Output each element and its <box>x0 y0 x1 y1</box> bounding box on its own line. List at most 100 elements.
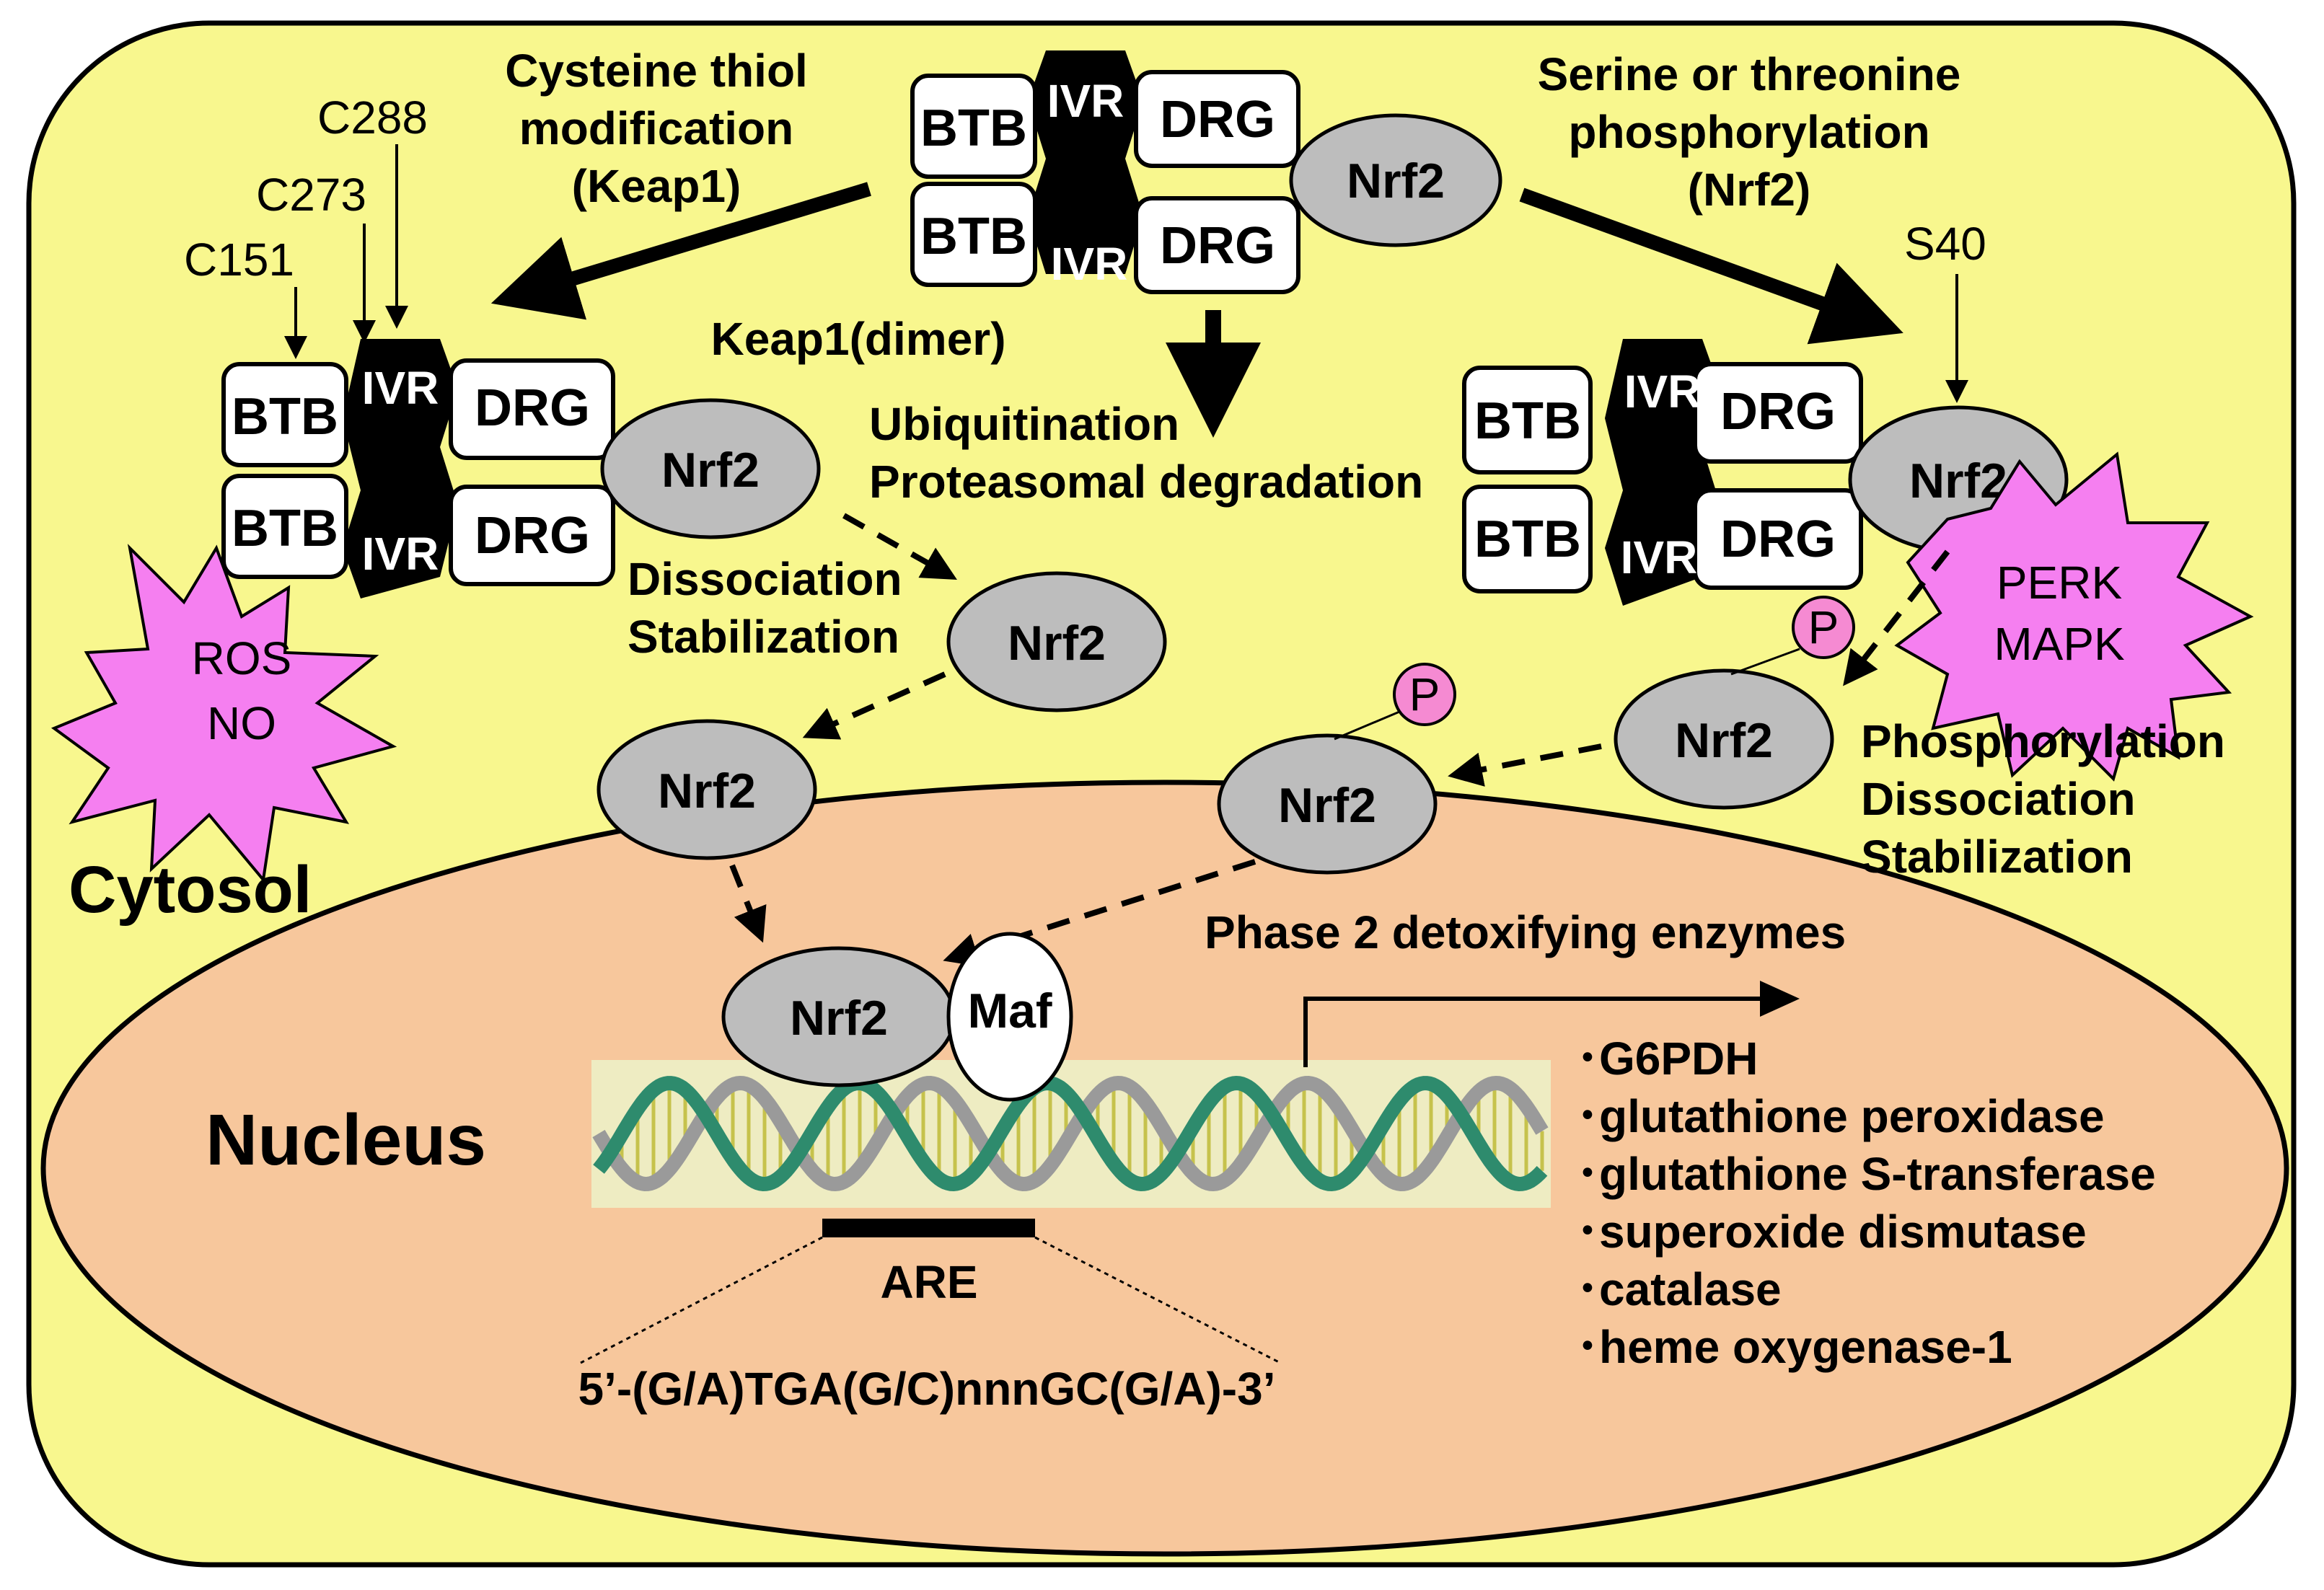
phosphate-label: P <box>1808 601 1839 653</box>
kinase-label-mapk: MAPK <box>1994 618 2124 670</box>
dashed-arrow <box>1448 743 1602 787</box>
drg-label: DRG <box>1720 383 1836 441</box>
left-pathway-title: Cysteine thiol modification (Keap1) <box>505 45 808 212</box>
maf-label: Maf <box>967 984 1052 1038</box>
left-title-line: (Keap1) <box>572 160 741 212</box>
phosphate-link <box>1334 709 1404 741</box>
nrf2-protein <box>1289 113 1502 247</box>
ivr-label: IVR <box>362 528 439 580</box>
ivr-linker-left <box>343 339 458 599</box>
are-expansion-line <box>1034 1236 1281 1364</box>
right-result-line: Dissociation <box>1861 773 2136 825</box>
enzyme-item: ･glutathione peroxidase <box>1576 1090 2105 1142</box>
nrf2-label: Nrf2 <box>658 764 756 818</box>
left-result-line: Dissociation <box>628 553 902 605</box>
enzyme-item: ･heme oxygenase-1 <box>1576 1321 2012 1373</box>
cysteine-site-label: C273 <box>256 169 366 221</box>
left-result-line: Stabilization <box>628 611 899 663</box>
dna-helix <box>591 1060 1551 1208</box>
kinase-label-perk: PERK <box>1997 557 2122 609</box>
btb-domain <box>910 74 1037 179</box>
are-label: ARE <box>880 1256 977 1308</box>
degradation-label: Proteasomal degradation <box>869 456 1423 508</box>
right-title-line: Serine or threonine <box>1538 48 1961 100</box>
btb-domain <box>221 474 348 579</box>
drg-domain <box>1693 488 1863 590</box>
phosphate-group <box>1792 596 1855 659</box>
enzyme-list: ･G6PDH ･glutathione peroxidase ･glutathi… <box>1576 1033 2156 1373</box>
drg-domain <box>1134 196 1300 294</box>
dashed-arrow <box>943 859 1256 967</box>
right-result-line: Phosphorylation <box>1861 715 2225 767</box>
drg-label: DRG <box>1720 511 1836 568</box>
serine-site-label: S40 <box>1904 218 1986 270</box>
btb-domain <box>1462 485 1593 593</box>
arrow-to-cysteine-modification <box>490 182 871 320</box>
dashed-arrow <box>1843 549 1950 686</box>
keap1-dimer-label: Keap1(dimer) <box>711 313 1006 365</box>
arrow-to-serine-phosphorylation <box>1519 187 1903 345</box>
nrf2-protein <box>946 571 1167 712</box>
btb-domain <box>1462 366 1593 474</box>
right-title-line: (Nrf2) <box>1688 164 1811 216</box>
btb-label: BTB <box>232 500 338 557</box>
nrf2-protein <box>1217 733 1438 875</box>
nrf2-protein <box>597 719 817 860</box>
nrf2-label: Nrf2 <box>1008 616 1106 671</box>
right-title-line: phosphorylation <box>1568 106 1929 158</box>
btb-label: BTB <box>1474 511 1581 568</box>
btb-label: BTB <box>232 388 338 446</box>
ivr-linker-right <box>1605 339 1720 606</box>
ros-no-burst <box>50 544 397 883</box>
btb-domain <box>910 182 1037 287</box>
stress-label-ros: ROS <box>192 632 292 684</box>
drg-label: DRG <box>475 379 590 437</box>
nrf2-label: Nrf2 <box>790 991 888 1046</box>
keap1-dimer-left: BTB BTB IVR IVR DRG DRG <box>221 339 615 599</box>
ivr-linker-top <box>1028 50 1143 274</box>
are-sequence: 5’-(G/A)TGA(G/C)nnnGC(G/A)-3’ <box>578 1363 1276 1415</box>
dashed-arrow <box>729 864 767 943</box>
enzyme-item: ･catalase <box>1576 1263 1782 1315</box>
phosphate-group <box>1393 663 1456 726</box>
dna-strand <box>592 1075 1549 1192</box>
left-title-line: modification <box>519 102 793 154</box>
nrf2-label: Nrf2 <box>1347 154 1445 208</box>
drg-label: DRG <box>1160 91 1275 149</box>
btb-label: BTB <box>1474 392 1581 450</box>
nrf2-label: Nrf2 <box>661 443 760 498</box>
nrf2-protein <box>1614 668 1834 810</box>
ivr-label: IVR <box>1047 75 1124 127</box>
ivr-label: IVR <box>362 362 439 414</box>
maf-protein <box>946 932 1073 1102</box>
dashed-arrow <box>802 671 946 740</box>
cytosol-label: Cytosol <box>69 853 312 927</box>
nrf2-label: Nrf2 <box>1909 454 2007 508</box>
drg-label: DRG <box>1160 217 1275 275</box>
nrf2-protein <box>600 398 821 539</box>
btb-label: BTB <box>920 208 1027 265</box>
btb-label: BTB <box>920 100 1027 157</box>
transcription-arrowhead <box>1760 981 1800 1017</box>
nrf2-label: Nrf2 <box>1675 713 1773 768</box>
left-title-line: Cysteine thiol <box>505 45 808 97</box>
drg-domain <box>1134 70 1300 168</box>
dna-strand <box>593 1075 1548 1192</box>
dashed-arrow <box>842 513 957 580</box>
btb-domain <box>221 362 348 467</box>
drg-label: DRG <box>475 507 590 565</box>
drg-domain <box>449 485 615 586</box>
nrf2-label: Nrf2 <box>1278 778 1376 833</box>
keap1-dimer-top: BTB BTB IVR IVR DRG DRG <box>910 50 1300 294</box>
are-expansion-line <box>580 1236 823 1364</box>
phosphate-link <box>1730 648 1800 676</box>
stress-label-no: NO <box>207 697 276 749</box>
perk-mapk-burst <box>1894 451 2254 782</box>
enzyme-item: ･glutathione S-transferase <box>1576 1148 2156 1200</box>
transcription-arrow <box>1303 997 1760 1067</box>
keap1-dimer-right: BTB BTB IVR IVR DRG DRG <box>1462 339 1863 606</box>
right-pathway-title: Serine or threonine phosphorylation (Nrf… <box>1538 48 1961 216</box>
cysteine-site-label: C151 <box>184 234 294 286</box>
phosphate-label: P <box>1409 668 1440 720</box>
